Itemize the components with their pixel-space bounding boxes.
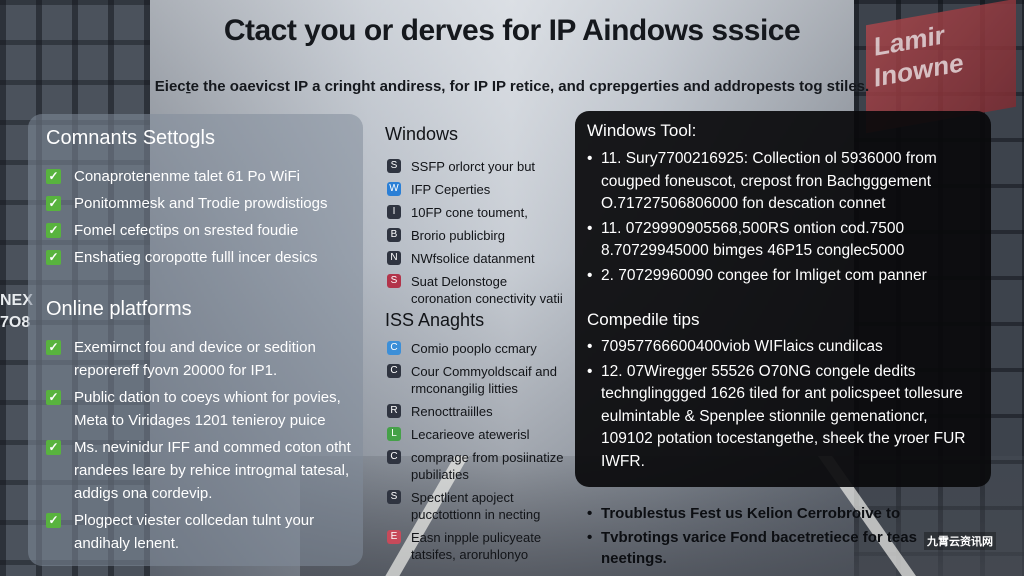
tool-item: 11. Sury7700216925: Collection ol 593600… <box>587 148 982 216</box>
app-icon: C <box>387 450 401 464</box>
iss-item[interactable]: E Easn inpple pulicyeate tatsifes, aroruh… <box>385 529 575 563</box>
windows-item-label: SSFP orlorct your but <box>411 159 536 174</box>
windows-item-label: Suat Delonstoge coronation conectivity v… <box>411 274 563 306</box>
settings-item-label: Fomel cefectips on srested foudie <box>74 222 299 239</box>
platforms-list: ✓ Exemirnct fou and device or sedition re… <box>46 336 351 559</box>
settings-item[interactable]: ✓ Fomel cefectips on srested foudie <box>46 219 351 242</box>
check-icon: ✓ <box>46 390 61 405</box>
check-icon: ✓ <box>46 169 61 184</box>
page-title: Ctact you or derves for IP Aindows sssic… <box>223 14 801 47</box>
iss-item-label: Lecarieove atewerisl <box>411 427 530 442</box>
iss-item-label: Renocttraiilles <box>411 404 493 419</box>
iss-item[interactable]: L Lecarieove atewerisl <box>385 426 575 443</box>
app-icon: E <box>387 530 401 544</box>
iss-item-label: Comio pooplo ccmary <box>411 341 537 356</box>
check-icon: ✓ <box>46 513 61 528</box>
app-icon: I <box>387 205 401 219</box>
bottom-list: Troublestus Fest us Kelion Cerrobroive t… <box>587 503 967 572</box>
tools-title: Windows Tool: <box>587 121 697 140</box>
left-building-sign: NEX 7O8 <box>0 292 33 331</box>
windows-item[interactable]: I 10FP cone toument, <box>385 204 570 221</box>
windows-item[interactable]: S SSFP orlorct your but <box>385 158 570 175</box>
app-icon: S <box>387 490 401 504</box>
app-icon: R <box>387 404 401 418</box>
settings-item-label: Enshatieg coropotte fulll incer desics <box>74 249 318 266</box>
tip-item: 70957766600400viob WIFlaics cundilcas <box>587 336 982 359</box>
iss-item[interactable]: C Comio pooplo ccmary <box>385 340 575 357</box>
settings-title: Comnants Settogls <box>46 127 215 149</box>
windows-item-label: NWfsolice datanment <box>411 251 535 266</box>
app-icon: B <box>387 228 401 242</box>
platform-item[interactable]: ✓ Public dation to coeys whiont for povie… <box>46 386 351 432</box>
tool-item: 2. 70729960090 congee for Imliget com pa… <box>587 265 982 288</box>
windows-item[interactable]: N NWfsolice datanment <box>385 250 570 267</box>
platform-item-label: Public dation to coeys whiont for povies… <box>74 389 341 429</box>
check-icon: ✓ <box>46 340 61 355</box>
platforms-title: Online platforms <box>46 298 192 320</box>
platform-item-label: Exemirnct fou and device or sedition rep… <box>74 339 316 379</box>
iss-item-label: Cour Commyoldscaif and rmconangilig litt… <box>411 364 557 396</box>
windows-item[interactable]: W IFP Ceperties <box>385 181 570 198</box>
app-icon: N <box>387 251 401 265</box>
iss-item-label: Spectlient apoject pucctottionn in necti… <box>411 490 541 522</box>
app-icon: C <box>387 364 401 378</box>
platform-item-label: Ms. nevinidur IFF and commed coton otht … <box>74 439 351 502</box>
windows-item-label: Brorio publicbirg <box>411 228 505 243</box>
iss-item-label: comprage from posiinatize pubiliaties <box>411 450 564 482</box>
app-icon: L <box>387 427 401 441</box>
tips-list: 70957766600400viob WIFlaics cundilcas 12… <box>587 336 982 475</box>
page-subtitle: Eiecṯe the oaevicst IP a cringht andire… <box>154 78 870 95</box>
settings-item-label: Conaprotenenme talet 61 Po WiFi <box>74 168 300 185</box>
app-icon: S <box>387 274 401 288</box>
app-icon: W <box>387 182 401 196</box>
tool-item: 11. 0729990905568,500RS ontion cod.7500 … <box>587 218 982 263</box>
iss-item-label: Easn inpple pulicyeate tatsifes, aroruhl… <box>411 530 542 562</box>
platform-item[interactable]: ✓ Plogpect viester collcedan tulnt your a… <box>46 509 351 555</box>
windows-item[interactable]: B Brorio publicbirg <box>385 227 570 244</box>
platform-item-label: Plogpect viester collcedan tulnt your an… <box>74 512 315 552</box>
iss-title: ISS Anaghts <box>385 310 485 330</box>
platform-item[interactable]: ✓ Exemirnct fou and device or sedition re… <box>46 336 351 382</box>
check-icon: ✓ <box>46 196 61 211</box>
app-icon: S <box>387 159 401 173</box>
settings-item-label: Ponitommesk and Trodie prowdistiogs <box>74 195 328 212</box>
tips-title: Compedile tips <box>587 310 700 329</box>
iss-list: C Comio pooplo ccmary C Cour Commyoldscaif… <box>385 340 575 569</box>
iss-item[interactable]: C Cour Commyoldscaif and rmconangilig lit… <box>385 363 575 397</box>
bottom-item: Troublestus Fest us Kelion Cerrobroive t… <box>587 503 967 524</box>
windows-item-label: 10FP cone toument, <box>411 205 528 220</box>
settings-list: ✓ Conaprotenenme talet 61 Po WiFi ✓ Ponito… <box>46 165 351 273</box>
check-icon: ✓ <box>46 440 61 455</box>
settings-panel <box>28 114 363 566</box>
iss-item[interactable]: R Renocttraiilles <box>385 403 575 420</box>
settings-item[interactable]: ✓ Ponitommesk and Trodie prowdistiogs <box>46 192 351 215</box>
platform-item[interactable]: ✓ Ms. nevinidur IFF and commed coton otht… <box>46 436 351 505</box>
settings-item[interactable]: ✓ Conaprotenenme talet 61 Po WiFi <box>46 165 351 188</box>
check-icon: ✓ <box>46 250 61 265</box>
check-icon: ✓ <box>46 223 61 238</box>
windows-title: Windows <box>385 124 459 144</box>
windows-item[interactable]: S Suat Delonstoge coronation conectivity … <box>385 273 570 307</box>
bottom-item: Tvbrotings varice Fond bacetretiece for … <box>587 527 967 569</box>
app-icon: C <box>387 341 401 355</box>
tip-item: 12. 07Wiregger 55526 O70NG congele dedit… <box>587 361 982 474</box>
iss-item[interactable]: S Spectlient apoject pucctottionn in nect… <box>385 489 575 523</box>
windows-item-label: IFP Ceperties <box>411 182 491 197</box>
tools-list: 11. Sury7700216925: Collection ol 593600… <box>587 148 982 289</box>
settings-item[interactable]: ✓ Enshatieg coropotte fulll incer desics <box>46 246 351 269</box>
